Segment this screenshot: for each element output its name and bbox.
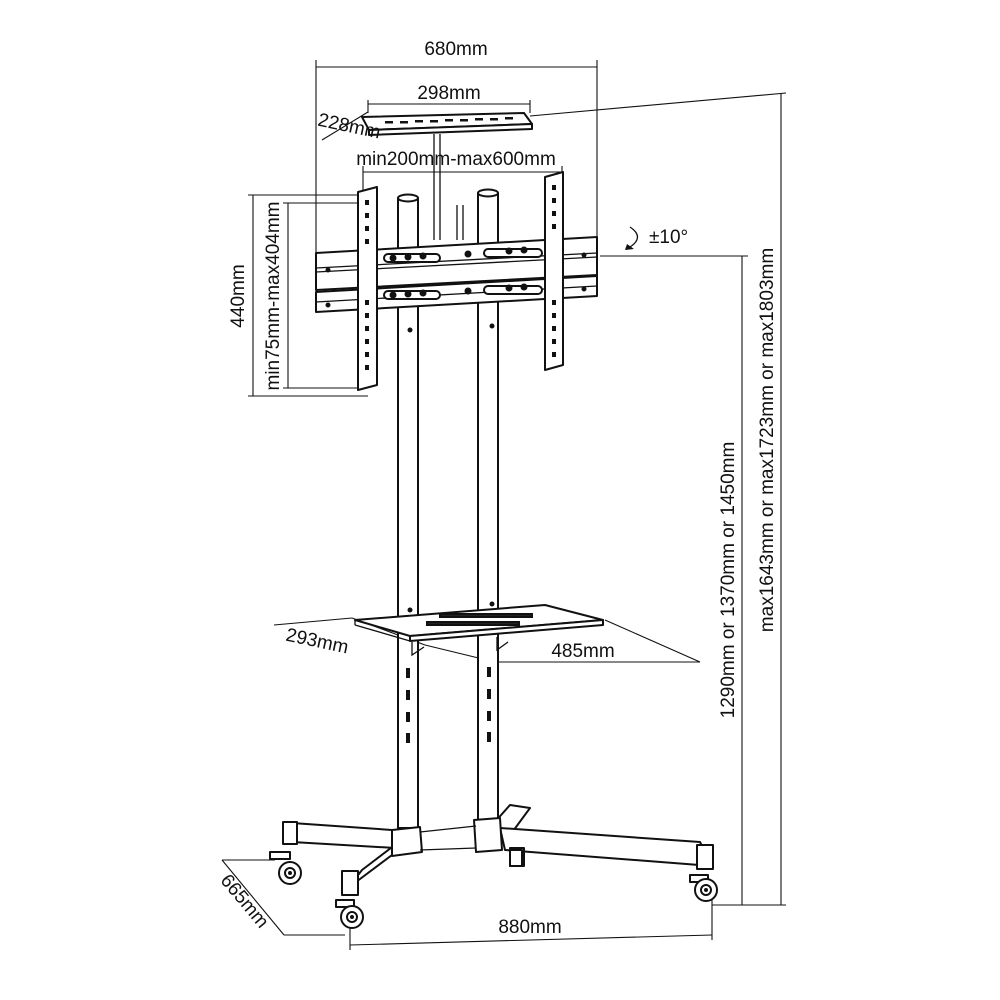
base-width-dim-line <box>349 934 713 946</box>
shelf-depth-dim-line <box>273 617 353 626</box>
tray-depth-dim-line <box>321 111 369 141</box>
vesa-horizontal-label: min200mm-max600mm <box>356 149 556 170</box>
tilt-arrowhead-icon <box>625 244 634 250</box>
base-depth-dim-line <box>221 859 285 936</box>
tray-width-label: 298mm <box>417 83 480 104</box>
tilt-arrow-icon <box>629 226 639 248</box>
top-tray <box>361 112 533 240</box>
shelf-width-ext-right <box>604 619 701 663</box>
base-width-label: 880mm <box>498 917 561 938</box>
base-depth-label: 665mm <box>216 870 273 932</box>
caster-back-left <box>269 851 302 885</box>
upright-poles <box>397 188 499 829</box>
middle-shelf <box>354 601 604 743</box>
tilt-label: ±10° <box>649 227 688 248</box>
total-height-label: max1643mm or max1723mm or max1803mm <box>757 248 778 632</box>
bracket-height-label: 440mm <box>228 264 249 327</box>
vesa-vertical-label: min75mm-max404mm <box>263 202 284 391</box>
caster-right <box>689 874 718 902</box>
vesa-arms <box>357 171 564 391</box>
tray-depth-label: 228mm <box>316 110 382 144</box>
caster-back-right <box>509 849 523 867</box>
caster-wheels <box>269 849 718 929</box>
caster-front-left <box>335 899 364 929</box>
shelf-width-label: 485mm <box>551 641 614 662</box>
shelf-depth-label: 293mm <box>284 625 350 659</box>
center-height-label: 1290mm or 1370mm or 1450mm <box>718 442 739 719</box>
base-legs <box>282 804 714 896</box>
total-height-ext-top <box>529 92 787 117</box>
overall-width-label: 680mm <box>424 39 487 60</box>
